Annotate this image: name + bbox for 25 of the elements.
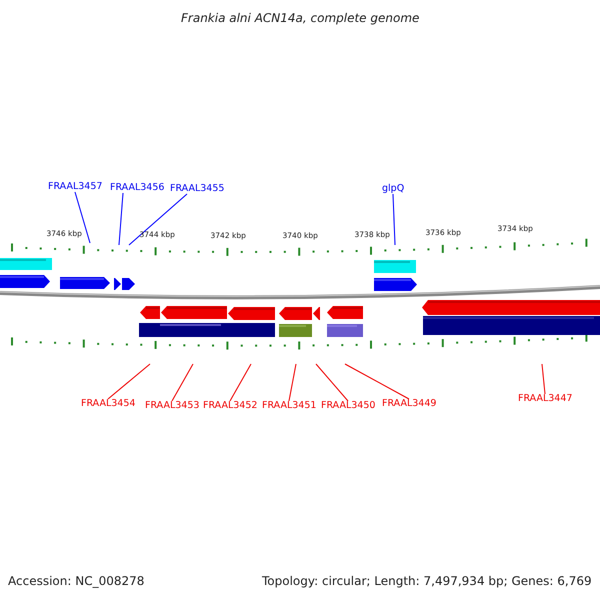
footer-text: Accession: NC_008278 (8, 575, 144, 587)
leader-line (74, 192, 90, 244)
gene-label: glpQ (382, 184, 404, 194)
leader-line (542, 364, 546, 394)
leader-line (230, 364, 252, 402)
leader-line (316, 364, 348, 402)
gene-label: FRAAL3451 (262, 401, 316, 410)
gene-label: FRAAL3449 (382, 399, 436, 408)
gene-label: FRAAL3447 (518, 394, 572, 404)
gene-label: FRAAL3455 (170, 184, 224, 194)
title: Frankia alni ACN14a, complete genome (181, 12, 420, 24)
leader-line (118, 192, 124, 246)
leader-line (128, 194, 188, 246)
leader-line (172, 364, 194, 402)
gene-label: FRAAL3457 (48, 182, 102, 192)
gene-label: FRAAL3453 (145, 401, 200, 410)
gene-label: FRAAL3454 (81, 399, 136, 408)
gene-label: FRAAL3452 (203, 401, 258, 410)
leader-line (392, 194, 396, 246)
leader-line (108, 364, 150, 400)
gene-label: FRAAL3456 (110, 183, 164, 192)
leader-line (288, 364, 296, 402)
gene-label: FRAAL3450 (321, 401, 376, 410)
footer-text: Topology: circular; Length: 7,497,934 bp; Genes: 6,769 (262, 575, 592, 587)
leader-line (344, 364, 410, 400)
